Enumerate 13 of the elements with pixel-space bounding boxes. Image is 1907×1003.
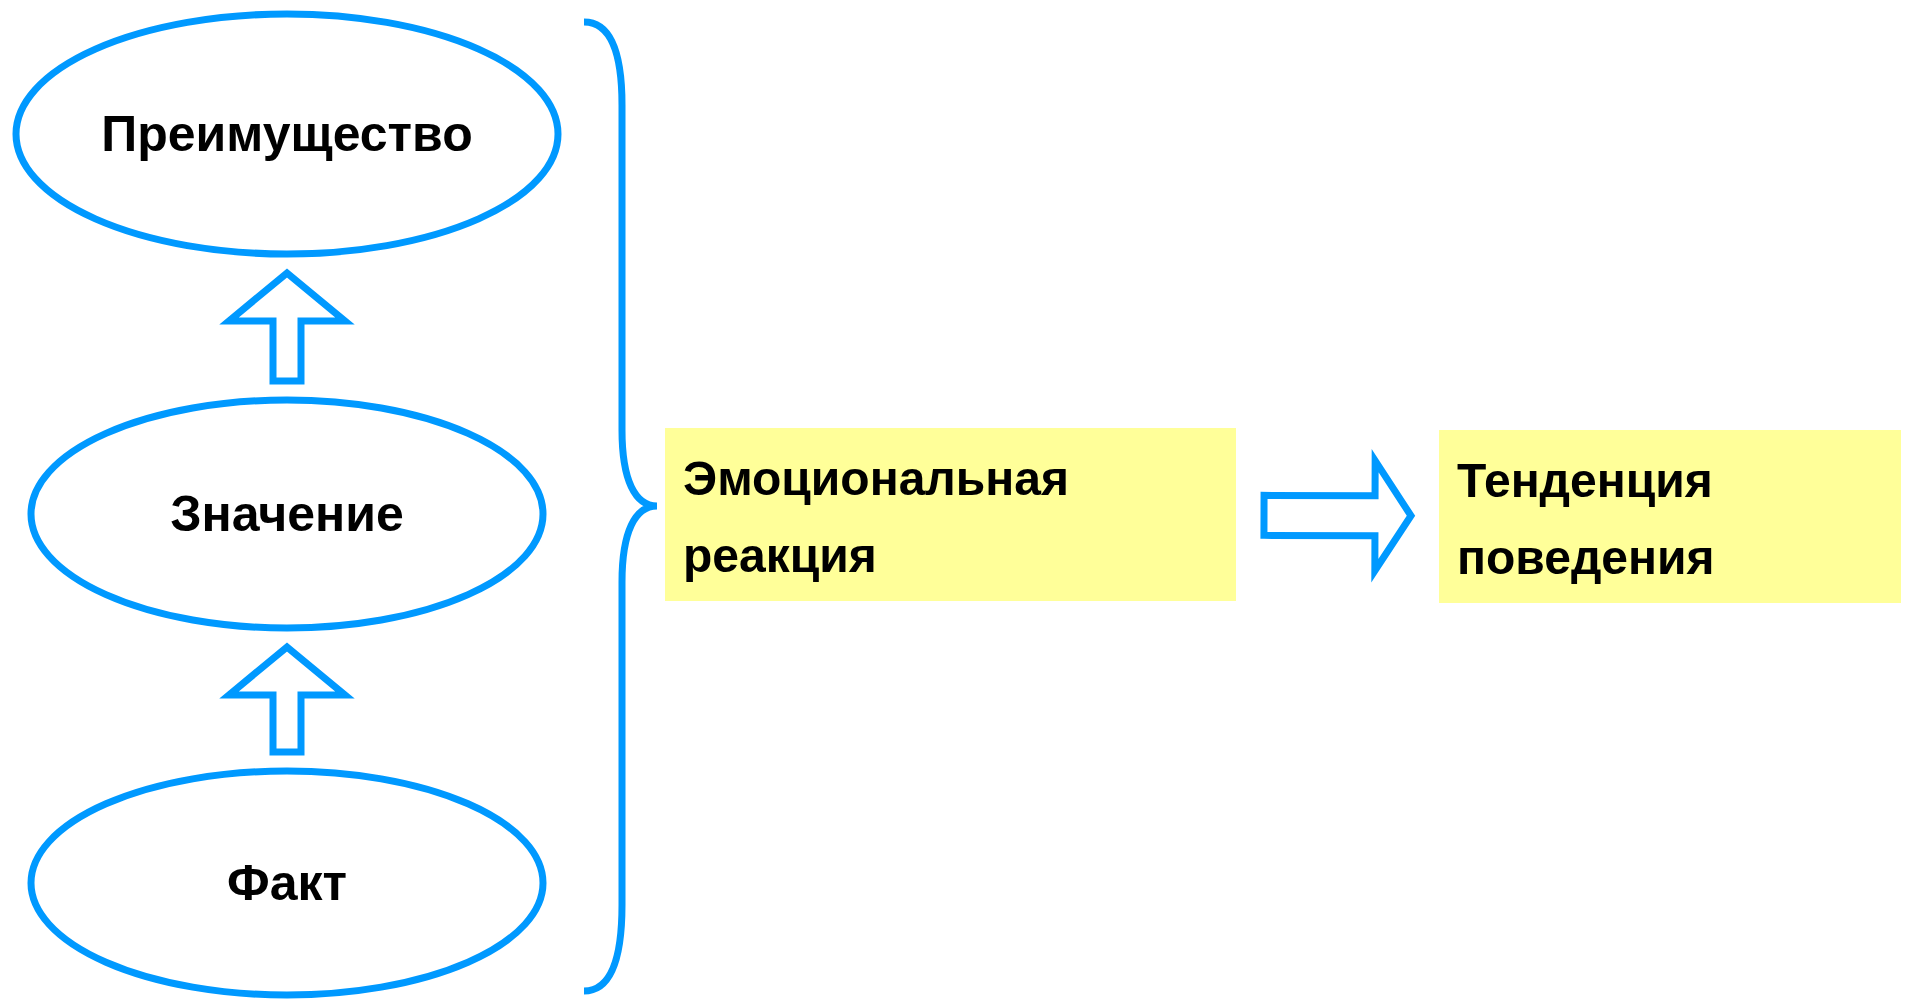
highlight-box xyxy=(665,428,1236,601)
node-label: Значение xyxy=(170,485,404,543)
node-label: Эмоциональная реакция xyxy=(683,451,1071,584)
highlight-box xyxy=(1439,430,1901,603)
oval-node xyxy=(27,396,547,632)
hollow-arrow xyxy=(219,642,355,756)
node-label: Факт xyxy=(227,854,347,912)
node-label: Преимущество xyxy=(101,105,473,163)
oval-node xyxy=(12,10,562,258)
oval-node xyxy=(27,767,547,999)
hollow-arrow xyxy=(219,268,355,385)
node-label: Тенденция поведения xyxy=(1457,453,1716,586)
hollow-arrow xyxy=(1260,448,1416,583)
